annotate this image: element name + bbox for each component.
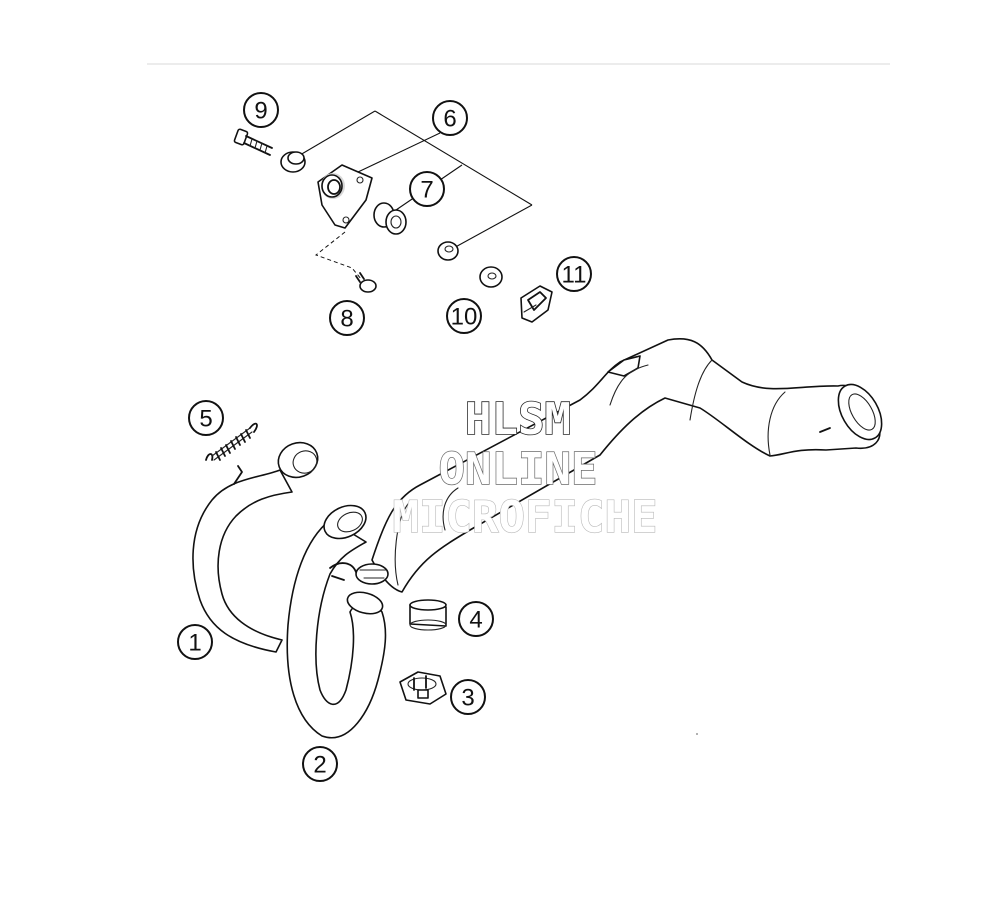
bolt-part-9 <box>233 128 273 156</box>
screw-part-8 <box>355 272 377 293</box>
spring-part-5 <box>205 422 258 461</box>
callout-label: 9 <box>254 98 267 125</box>
callout-label: 10 <box>451 304 478 331</box>
callout-label: 2 <box>313 752 326 779</box>
bracket-plate-part-6 <box>317 164 373 229</box>
callout-label: 7 <box>420 177 433 204</box>
callout-6: 6 <box>432 100 468 136</box>
callout-1: 1 <box>177 624 213 660</box>
callout-label: 8 <box>340 306 353 333</box>
washer-part-10 <box>479 266 503 288</box>
callout-8: 8 <box>329 300 365 336</box>
callout-7: 7 <box>409 171 445 207</box>
callout-3: 3 <box>450 679 486 715</box>
callout-label: 11 <box>562 262 587 289</box>
sleeve-part-4 <box>409 599 447 631</box>
callout-label: 3 <box>461 685 474 712</box>
callout-10: 10 <box>446 298 482 334</box>
washer-part <box>437 241 459 261</box>
clamp-part-3 <box>399 671 447 705</box>
callout-2: 2 <box>302 746 338 782</box>
stray-mark <box>696 733 698 735</box>
callout-label: 1 <box>188 630 201 657</box>
watermark-line-1: HLSM <box>465 394 571 445</box>
callout-label: 4 <box>469 607 482 634</box>
callout-5: 5 <box>188 400 224 436</box>
callout-label: 5 <box>199 406 212 433</box>
bracket-assembly <box>233 110 553 323</box>
clip-nut-part-11 <box>520 285 553 323</box>
watermark-line-2: ONLINE <box>439 444 598 495</box>
header-pipe-part-1 <box>192 441 319 653</box>
watermark: HLSM ONLINE MICROFICHE <box>392 393 658 543</box>
callout-9: 9 <box>243 92 279 128</box>
callout-11: 11 <box>556 256 592 292</box>
header-pipe-part-2 <box>286 504 387 739</box>
grommet-part-7 <box>373 202 407 235</box>
callout-label: 6 <box>443 106 456 133</box>
spacer-part <box>280 151 306 173</box>
callout-4: 4 <box>458 601 494 637</box>
muffler-assembly <box>355 338 883 593</box>
watermark-line-3: MICROFICHE <box>393 492 658 543</box>
